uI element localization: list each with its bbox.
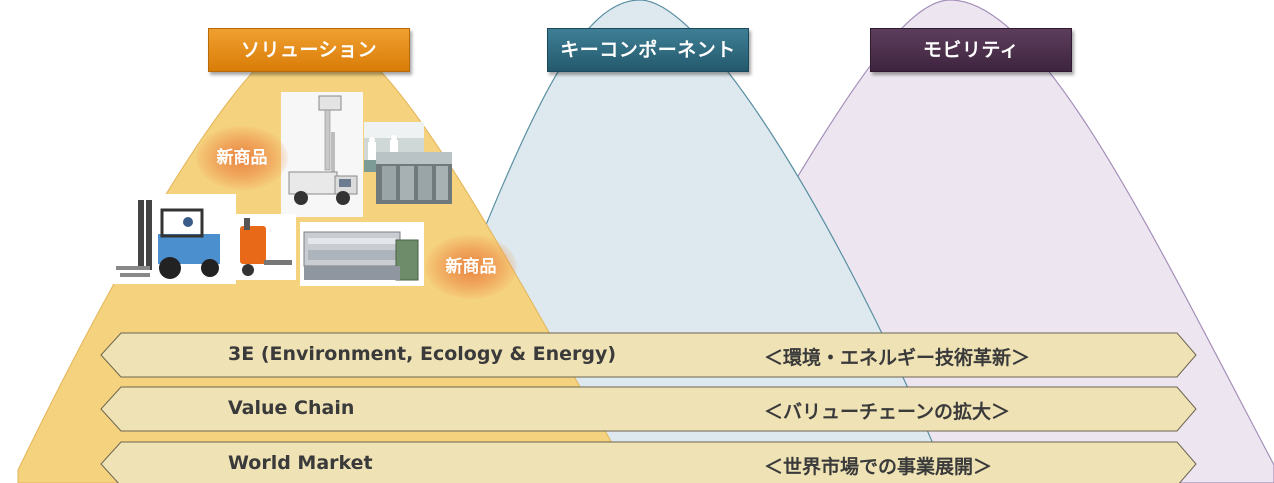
key-component-label: キーコンポーネント [547,28,749,72]
band-3-en: World Market [228,452,373,474]
aerial-platform-truck-image [281,92,363,217]
new-product-label: 新商品 [425,235,517,299]
solution-label: ソリューション [208,28,410,72]
band-3-jp: ＜世界市場での事業展開＞ [764,456,993,478]
band-2-en: Value Chain [228,397,355,419]
band-3 [100,441,1197,483]
new-product-label: 新商品 [196,126,288,190]
band-1 [100,332,1197,378]
band-2 [100,386,1197,432]
band-1-en: 3E (Environment, Ecology & Energy) [228,343,617,365]
mobility-label: モビリティ [870,28,1072,72]
forklift-image [110,194,236,284]
loom-machine-image [300,222,424,286]
band-1-jp: ＜環境・エネルギー技術革新＞ [764,347,1031,369]
band-2-jp: ＜バリューチェーンの拡大＞ [764,401,1011,423]
pallet-truck-image [234,214,296,280]
machinery-room-image [376,152,452,204]
